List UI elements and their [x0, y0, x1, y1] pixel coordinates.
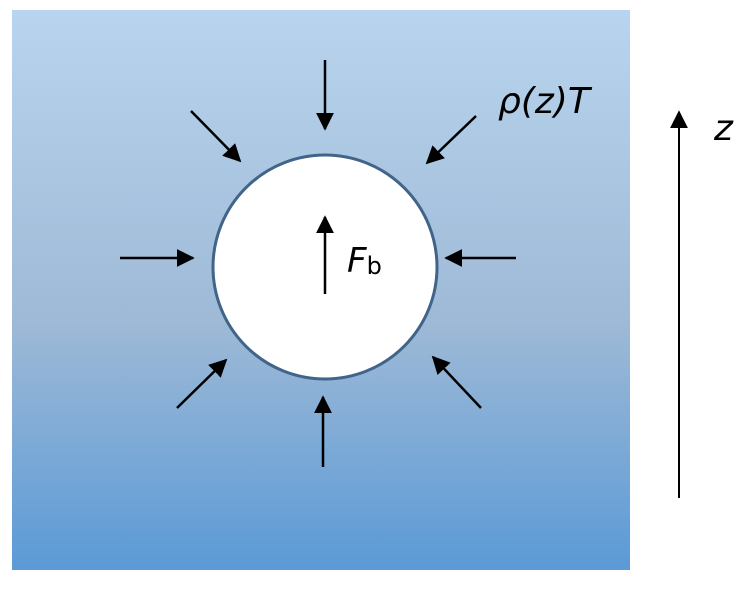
pressure-arrow-bottom-left-icon	[176, 358, 228, 409]
pressure-arrow-top-right-icon	[425, 115, 477, 165]
z-axis-label: z	[713, 108, 734, 149]
pressure-arrow-bottom-right-icon	[431, 355, 482, 409]
pressure-arrow-top-left-icon	[190, 110, 242, 163]
pressure-arrows	[120, 60, 516, 467]
buoyant-force-symbol: F	[347, 241, 367, 281]
buoyant-force-subscript: b	[367, 252, 382, 280]
pressure-label: ρ(z)T	[498, 81, 593, 122]
buoyant-force-label: Fb	[347, 241, 382, 281]
